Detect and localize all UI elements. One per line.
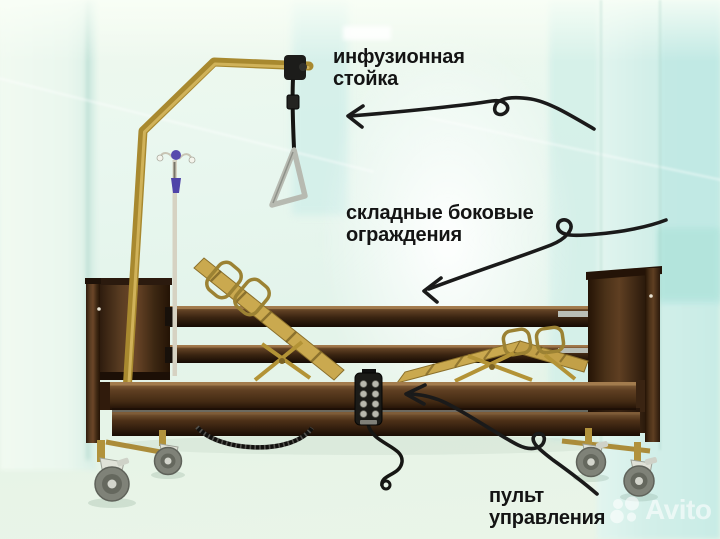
callout-line: ограждения [346,224,462,246]
callout-line: складные боковые [346,202,534,224]
caster-rear-left [153,430,183,476]
strap-clamp [284,55,306,80]
rail-slide-rod [558,348,588,353]
caster-rear-right [623,442,658,497]
trapeze-lifting-pole [122,55,314,397]
mattress-retainer-loop [534,325,566,355]
strap-buckle [286,94,300,110]
iv-pole [156,150,196,376]
rail-hinge [165,307,174,326]
arrow-remote [404,383,599,496]
side-rail-top [170,306,588,327]
casters [94,428,658,502]
callout-line: пульт [489,485,544,507]
avito-logo-icon [610,496,639,524]
remote-body [354,372,383,426]
floor-shadows [88,435,658,508]
leg-section-struts [454,351,577,383]
callout-infusion-stand: инфузионная стойка [333,46,465,90]
footboard-screw [649,294,653,298]
base-bar-gold [105,439,167,456]
caster-front-right [575,428,609,478]
folding-side-rails [165,306,588,363]
callout-line: стойка [333,68,399,90]
callout-arrows [346,95,668,496]
spiral-cable [195,425,314,450]
avito-watermark-text: Avito [645,494,712,525]
mattress-retainer-loop [501,327,533,357]
callout-line: управления [489,507,606,529]
rail-slide-rod [558,311,588,317]
arrow-side-rails [422,218,668,304]
remote-cable [366,423,404,487]
iv-pole-head [171,150,181,160]
backrest-section [193,257,345,382]
callout-remote: пульт управления [489,485,605,529]
avito-watermark: Avito [606,494,712,526]
arrow-infusion-stand [346,95,596,131]
iv-pole-collar [171,178,181,193]
iv-hook-ball [156,154,164,162]
leg-section [395,325,589,384]
caster-front-left [94,440,130,502]
headboard-post [86,281,100,443]
mattress-retainer-loop [205,260,243,300]
footboard-post [645,268,660,442]
trapeze-handle [269,147,308,208]
mattress-retainer-loop [233,277,271,317]
control-remote [354,369,404,491]
headboard-screw [97,307,101,311]
callout-line: инфузионная [333,46,465,68]
trapeze-strap [290,78,296,149]
remote-buttons [359,380,380,418]
backrest-struts [253,340,312,382]
callout-side-rails: складные боковые ограждения [346,202,534,246]
iv-hook-ball [188,156,196,164]
rail-hinge [165,347,174,363]
